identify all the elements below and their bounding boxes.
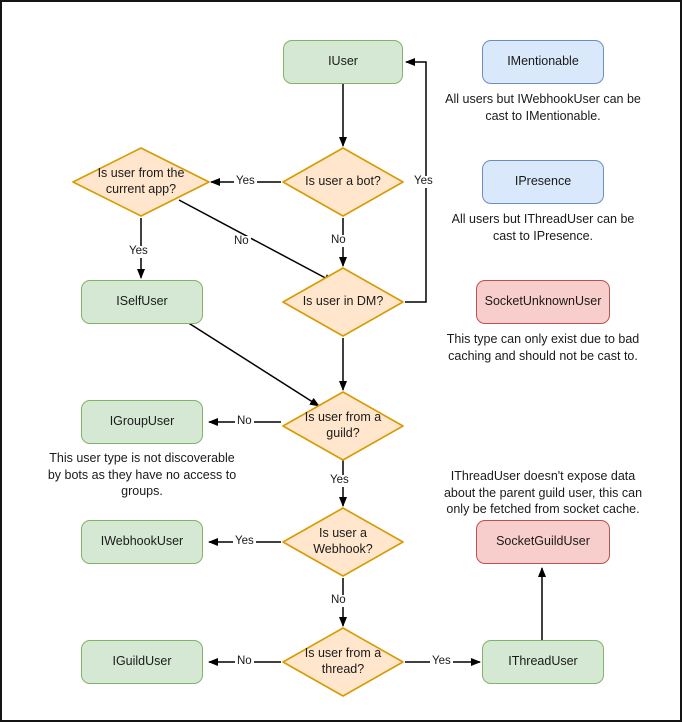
node-iselfuser-label: ISelfUser xyxy=(116,294,168,309)
edge-label-current-app-yes: Yes xyxy=(127,245,150,258)
diamond-shape xyxy=(282,627,404,697)
node-socketunknownuser[interactable]: SocketUnknownUser xyxy=(476,280,610,324)
node-is-user-from-thread-label: Is user from a thread? xyxy=(304,646,382,676)
node-ipresence-label: IPresence xyxy=(514,174,572,189)
edge-label-webhook-no: No xyxy=(329,594,348,607)
node-iwebhookuser[interactable]: IWebhookUser xyxy=(81,520,203,564)
node-is-user-from-thread[interactable]: Is user from a thread? xyxy=(281,626,405,698)
edge-label-current-app-no: No xyxy=(232,235,251,248)
node-iguilduser[interactable]: IGuildUser xyxy=(81,640,203,684)
node-is-user-a-bot[interactable]: Is user a bot? xyxy=(281,146,405,218)
node-iuser-label: IUser xyxy=(328,54,358,69)
edge-label-thread-no: No xyxy=(235,655,254,668)
node-is-user-from-current-app[interactable]: Is user from the current app? xyxy=(71,146,211,218)
node-is-user-in-dm-label: Is user in DM? xyxy=(302,294,384,309)
node-imentionable-label: IMentionable xyxy=(507,54,579,69)
node-igroupuser[interactable]: IGroupUser xyxy=(81,400,203,444)
node-is-user-a-bot-label: Is user a bot? xyxy=(305,174,381,189)
edge-label-bot-no: No xyxy=(329,234,348,247)
node-iwebhookuser-label: IWebhookUser xyxy=(100,534,184,549)
node-ithreaduser-label: IThreadUser xyxy=(508,654,578,669)
note-ipresence: All users but IThreadUser can be cast to… xyxy=(451,212,635,243)
node-iguilduser-label: IGuildUser xyxy=(112,654,172,669)
note-ithreaduser: IThreadUser doesn't expose data about th… xyxy=(443,469,643,516)
node-socketunknownuser-label: SocketUnknownUser xyxy=(484,294,602,309)
edge-label-thread-yes: Yes xyxy=(430,655,453,668)
node-is-user-from-guild[interactable]: Is user from a guild? xyxy=(281,390,405,462)
diamond-shape xyxy=(282,391,404,461)
diamond-shape xyxy=(282,507,404,577)
node-iselfuser[interactable]: ISelfUser xyxy=(81,280,203,324)
node-is-user-a-webhook-label: Is user a Webhook? xyxy=(313,526,373,556)
node-ipresence[interactable]: IPresence xyxy=(482,160,604,204)
node-socketguilduser-label: SocketGuildUser xyxy=(496,534,590,549)
edge-label-guild-no: No xyxy=(235,415,254,428)
edge-label-bot-yes: Yes xyxy=(234,175,257,188)
node-socketguilduser[interactable]: SocketGuildUser xyxy=(476,520,610,564)
edge-label-dm-yes: Yes xyxy=(412,175,435,188)
node-iuser[interactable]: IUser xyxy=(283,40,403,84)
note-imentionable: All users but IWebhookUser can be cast t… xyxy=(445,92,641,123)
node-imentionable[interactable]: IMentionable xyxy=(482,40,604,84)
node-is-user-from-current-app-label: Is user from the current app? xyxy=(97,166,185,196)
edge-label-guild-yes: Yes xyxy=(328,474,351,487)
note-igroupuser: This user type is not discoverable by bo… xyxy=(47,451,237,498)
node-is-user-in-dm[interactable]: Is user in DM? xyxy=(281,266,405,338)
node-igroupuser-label: IGroupUser xyxy=(109,414,175,429)
note-socketunknownuser: This type can only exist due to bad cach… xyxy=(446,332,640,363)
node-ithreaduser[interactable]: IThreadUser xyxy=(482,640,604,684)
diamond-shape xyxy=(72,147,210,217)
edge-label-webhook-yes: Yes xyxy=(233,535,256,548)
node-is-user-a-webhook[interactable]: Is user a Webhook? xyxy=(281,506,405,578)
node-is-user-from-guild-label: Is user from a guild? xyxy=(304,410,382,440)
diamond-shape xyxy=(282,147,404,217)
diamond-shape xyxy=(282,267,404,337)
